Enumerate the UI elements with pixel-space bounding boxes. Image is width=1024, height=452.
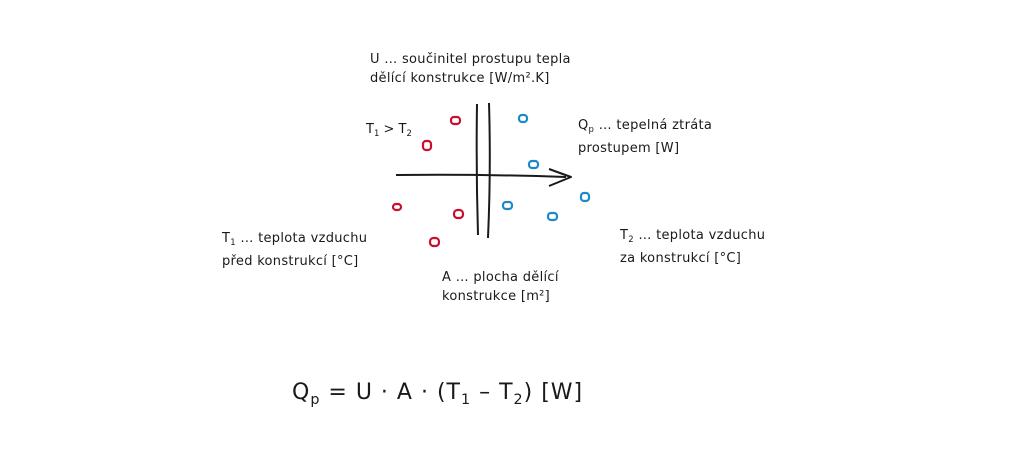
qp-subscript: p <box>588 123 595 134</box>
t1-label: T1 … teplota vzduchu před konstrukcí [°C… <box>222 229 367 271</box>
t2-label-line2: za konstrukcí [°C] <box>620 250 742 266</box>
t2-symbol: T <box>620 228 629 243</box>
a-label-line1: A … plocha dělící <box>442 270 559 285</box>
qp-label-line1: Qp … tepelná ztráta <box>578 116 712 139</box>
ineq-left-symbol: T <box>366 122 374 137</box>
formula-part2: – T <box>471 380 514 405</box>
t1-symbol: T <box>222 231 231 246</box>
a-label-line2: konstrukce [m²] <box>442 289 551 304</box>
ineq-right-subscript: 2 <box>406 127 412 138</box>
warm-particle <box>449 115 462 126</box>
t2-subscript: 2 <box>628 233 634 244</box>
t1-label-text: … teplota vzduchu <box>235 231 368 246</box>
t1-subscript: 1 <box>230 236 236 247</box>
formula-sub2: 2 <box>513 392 524 408</box>
cold-particle <box>517 113 529 124</box>
t1-label-line1: T1 … teplota vzduchu <box>222 229 367 252</box>
ineq-right-symbol: T <box>398 122 407 137</box>
formula-sub1: 1 <box>460 392 472 408</box>
cold-particle <box>501 200 514 211</box>
cold-particle <box>546 211 559 222</box>
ineq-operator: > <box>379 122 399 137</box>
a-label: A … plocha dělící konstrukce [m²] <box>442 268 559 306</box>
ineq-left-subscript: 1 <box>373 127 380 138</box>
wall-line-right <box>487 102 491 239</box>
wall-line-left <box>475 103 479 236</box>
u-label: U … součinitel prostupu tepla dělící kon… <box>370 50 571 88</box>
warm-particle <box>421 139 433 152</box>
warm-particle <box>452 208 465 220</box>
formula-lhs-symbol: Q <box>292 380 311 405</box>
warm-particle <box>391 202 403 212</box>
formula-part1: = U · A · (T <box>320 380 461 405</box>
heat-flow-arrow-shaft <box>395 173 567 178</box>
warm-air-particles <box>391 115 465 248</box>
u-label-line2: dělící konstrukce [W/m².K] <box>370 71 550 86</box>
formula-lhs-subscript: p <box>310 392 321 408</box>
t2-label: T2 … teplota vzduchu za konstrukcí [°C] <box>620 226 765 268</box>
t2-label-text: … teplota vzduchu <box>633 228 766 243</box>
formula-part3: ) [W] <box>523 380 584 405</box>
qp-label-line2: prostupem [W] <box>578 140 680 156</box>
cold-particle <box>527 159 540 170</box>
t1-label-line2: před konstrukcí [°C] <box>222 253 359 269</box>
heat-loss-formula: Qp = U · A · (T1 – T2) [W] <box>292 380 583 408</box>
qp-label: Qp … tepelná ztráta prostupem [W] <box>578 116 712 158</box>
qp-label-text: … tepelná ztráta <box>594 118 713 133</box>
u-label-line1: U … součinitel prostupu tepla <box>370 52 571 67</box>
heat-flow-arrow-head <box>548 168 572 187</box>
temperature-inequality: T1 > T2 <box>366 122 412 138</box>
qp-symbol: Q <box>578 118 589 133</box>
t2-label-line1: T2 … teplota vzduchu <box>620 226 765 249</box>
cold-particle <box>579 191 591 203</box>
warm-particle <box>428 236 441 248</box>
cold-air-particles <box>501 113 591 222</box>
